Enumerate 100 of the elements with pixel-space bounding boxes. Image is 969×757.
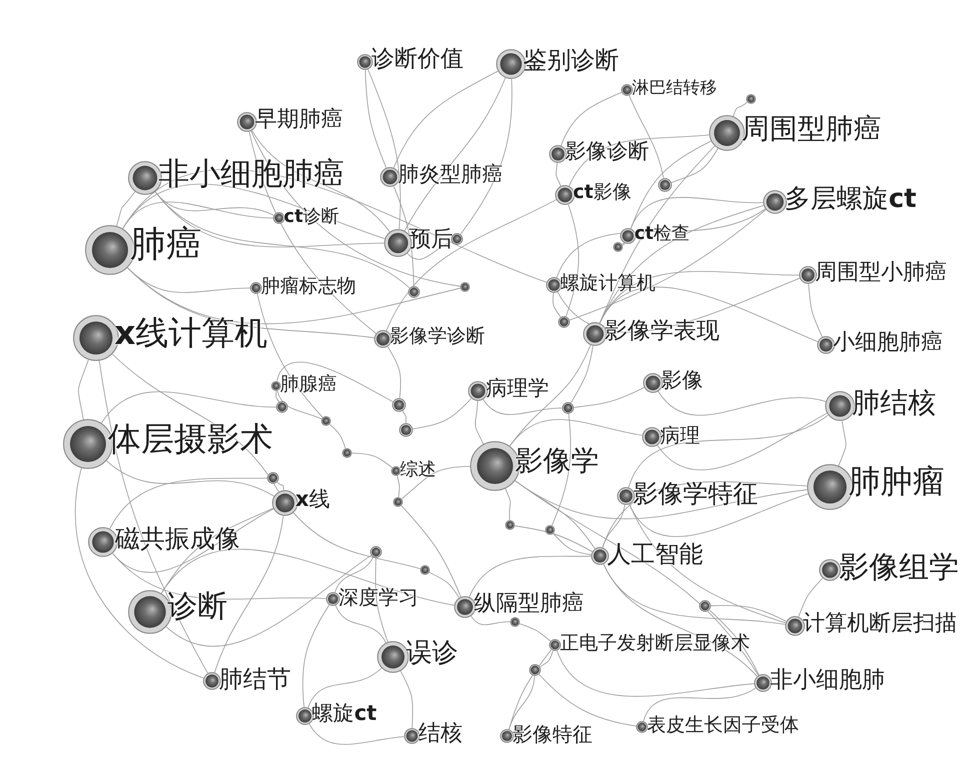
network-link: [798, 578, 823, 618]
network-link: [429, 572, 460, 598]
node-circle: [392, 398, 406, 412]
node-circle: [658, 178, 672, 192]
node-circle: [420, 565, 430, 575]
keyword-label: 结核: [418, 722, 462, 747]
network-link: [302, 604, 330, 708]
network-link: [519, 623, 551, 642]
network-link: [396, 476, 400, 498]
network-link: [630, 140, 712, 229]
network-link: [566, 204, 579, 317]
keyword-label: 深度学习: [338, 586, 419, 609]
network-link: [710, 605, 786, 622]
keyword-label: ct诊断: [284, 206, 340, 227]
network-link: [368, 69, 401, 230]
network-link: [482, 399, 562, 415]
keyword-label: 周围型小肺癌: [815, 260, 948, 286]
network-link: [560, 92, 622, 146]
network-link: [709, 610, 760, 676]
network-link: [334, 556, 374, 593]
keyword-label: 影像学表现: [604, 318, 720, 344]
network-link: [574, 387, 644, 408]
keyword-label: 误诊: [406, 638, 458, 668]
node-circle: [451, 233, 463, 245]
keyword-label: 肺癌: [130, 224, 202, 266]
node-circle: [399, 423, 413, 437]
network-link: [276, 390, 322, 420]
node-circle: [699, 600, 711, 612]
network-link: [732, 102, 748, 116]
network-link: [276, 390, 280, 402]
network-link: [74, 468, 204, 678]
network-link: [570, 345, 594, 404]
keyword-label: 肺炎型肺癌: [398, 163, 503, 187]
node-circle: [529, 664, 541, 676]
keyword-label: 非小细胞肺癌: [158, 156, 345, 192]
network-link: [308, 724, 404, 745]
keyword-label: 小细胞肺癌: [833, 330, 944, 356]
network-link: [838, 420, 846, 466]
network-link: [393, 70, 498, 168]
keyword-label: 多层螺旋ct: [784, 184, 916, 214]
keyword-label: 肺肿瘤: [848, 464, 944, 500]
keyword-label: 影像特征: [512, 723, 593, 746]
network-link: [552, 414, 572, 526]
keyword-label: 计算机断层扫描: [803, 612, 957, 636]
keyword-label: 影像学特征: [633, 480, 758, 508]
network-link: [335, 605, 386, 644]
keyword-label: 肺结节: [219, 666, 292, 692]
node-circle: [321, 416, 331, 426]
keyword-label: 体层摄影术: [108, 420, 273, 458]
network-link: [808, 284, 823, 338]
network-link: [552, 292, 561, 318]
network-link: [657, 412, 828, 470]
network-link: [412, 398, 472, 430]
node-circle: [746, 94, 756, 104]
network-link: [154, 191, 410, 288]
network-link: [276, 362, 394, 402]
network-link: [628, 414, 828, 488]
node-circle: [408, 286, 420, 298]
network-link: [109, 478, 268, 529]
keyword-label: 鉴别诊断: [523, 47, 619, 74]
node-circle: [510, 617, 520, 627]
network-link: [628, 95, 664, 178]
keyword-label: x线计算机: [114, 314, 268, 352]
keyword-label: 磁共振成像: [115, 524, 240, 553]
network-link: [78, 359, 89, 420]
node-circle: [460, 282, 470, 292]
network-link: [514, 480, 596, 549]
network-link: [538, 674, 636, 726]
keyword-label: 正电子发射断层显像术: [560, 633, 750, 654]
network-link: [556, 650, 754, 697]
keyword-label: 预后: [409, 228, 454, 252]
keyword-label: 肺腺癌: [280, 374, 337, 396]
keyword-label: 病理: [660, 424, 700, 446]
network-link: [214, 516, 284, 673]
keyword-label: 周围型肺癌: [741, 113, 882, 145]
node-circle: [393, 497, 403, 507]
network-link: [402, 410, 406, 424]
network-link: [387, 346, 402, 398]
network-link: [474, 400, 484, 444]
node-circle: [342, 448, 352, 458]
network-link: [375, 558, 388, 642]
network-link: [106, 460, 274, 497]
keyword-label: 表皮生长因子受体: [646, 715, 799, 736]
network-link: [643, 688, 756, 722]
keyword-label: 影像学诊断: [390, 326, 486, 348]
keyword-label: ct检查: [634, 224, 690, 244]
network-link: [401, 505, 462, 598]
network-link: [671, 148, 718, 183]
network-link: [401, 466, 470, 500]
network-link: [540, 650, 554, 668]
keyword-label: 肺结核: [852, 387, 936, 418]
keyword-label: 诊断价值: [371, 47, 464, 74]
keyword-label: 病理学: [486, 377, 549, 401]
network-link: [116, 191, 136, 226]
network-link: [101, 391, 276, 424]
network-link: [329, 424, 346, 449]
network-link: [514, 525, 593, 552]
node-circle: [505, 520, 515, 530]
keyword-label: 螺旋ct: [312, 702, 377, 726]
network-link: [508, 676, 535, 730]
